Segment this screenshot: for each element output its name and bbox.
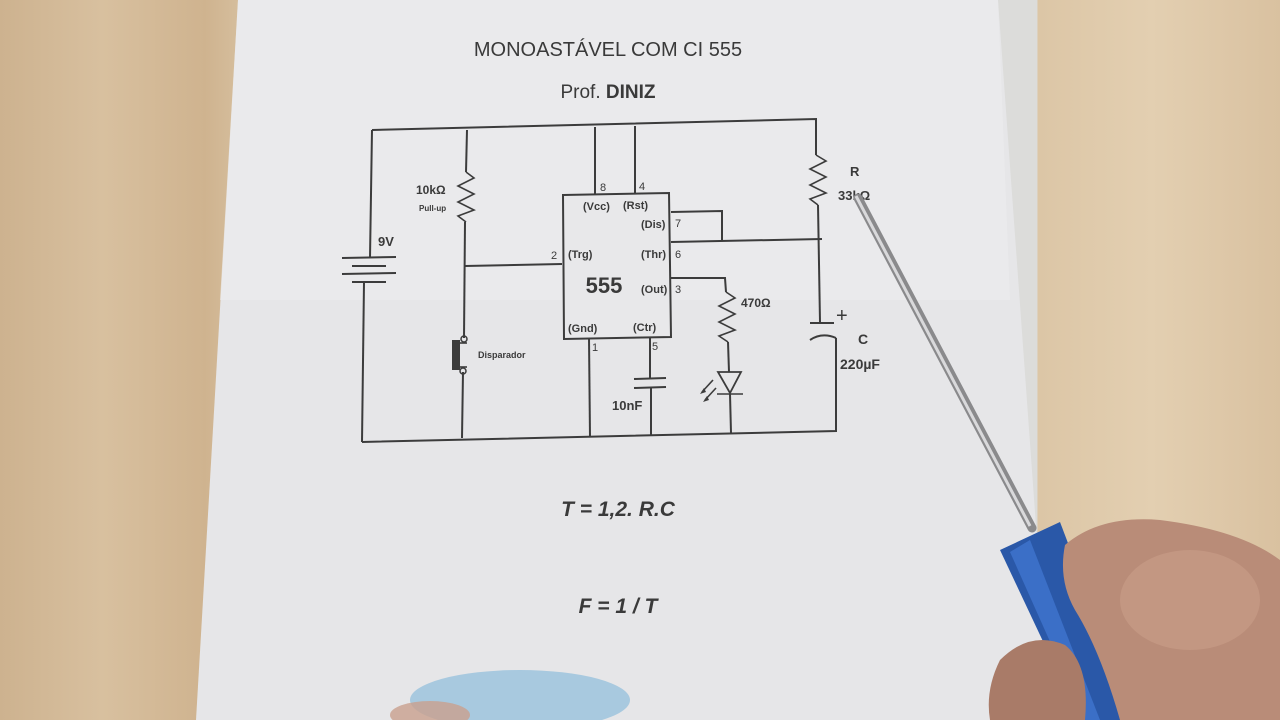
pullup-resistor (456, 171, 476, 223)
led-resistor-value: 470Ω (741, 296, 771, 310)
button-label: Disparador (478, 350, 526, 360)
pin1-number: 1 (592, 342, 598, 354)
pin2-number: 2 (551, 250, 557, 262)
led-resistor (717, 291, 737, 343)
pullup-note: Pull-up (419, 204, 446, 213)
paper-highlight (220, 0, 1010, 300)
ic-name: 555 (586, 273, 623, 298)
led-symbol (700, 371, 743, 402)
blue-blur (410, 670, 630, 720)
finger-blur (390, 701, 470, 720)
author-name: DINIZ (606, 82, 656, 103)
pin8-number: 8 (600, 182, 606, 194)
trigger-button-symbol (452, 335, 468, 375)
pin6-number: 6 (675, 249, 681, 261)
pin4-number: 4 (639, 181, 645, 193)
pin3-label: (Out) (641, 284, 668, 296)
hand (988, 519, 1280, 720)
diagram-author: Prof. DINIZ (560, 82, 655, 103)
pin7-number: 7 (675, 218, 681, 230)
diagram-title: MONOASTÁVEL COM CI 555 (474, 38, 742, 61)
pin5-label: (Ctr) (633, 322, 657, 334)
formula-period: T = 1,2. R.C (561, 498, 676, 521)
pullup-value: 10kΩ (416, 183, 446, 197)
pin3-number: 3 (675, 284, 681, 296)
pin7-label: (Dis) (641, 219, 666, 231)
pin6-label: (Thr) (641, 249, 666, 261)
pin2-label: (Trg) (568, 249, 593, 261)
formula-frequency: F = 1 / T (579, 595, 660, 618)
c-value: 220µF (840, 356, 880, 372)
pin8-label: (Vcc) (583, 201, 610, 213)
author-prefix: Prof. (560, 82, 600, 103)
r-label: R (850, 164, 860, 179)
pin1-label: (Gnd) (568, 323, 598, 335)
r-value: 33kΩ (838, 188, 870, 203)
control-cap-value: 10nF (612, 398, 642, 413)
ic-555 (561, 191, 673, 341)
c-plus: + (836, 305, 848, 327)
battery-label: 9V (378, 234, 394, 249)
timing-resistor (808, 154, 828, 206)
circuit-wires (361, 117, 837, 443)
control-capacitor (633, 377, 667, 389)
timing-capacitor (809, 322, 837, 341)
pin4-label: (Rst) (623, 200, 648, 212)
battery-symbol (341, 256, 397, 283)
pin5-number: 5 (652, 341, 658, 353)
c-label: C (858, 331, 868, 347)
